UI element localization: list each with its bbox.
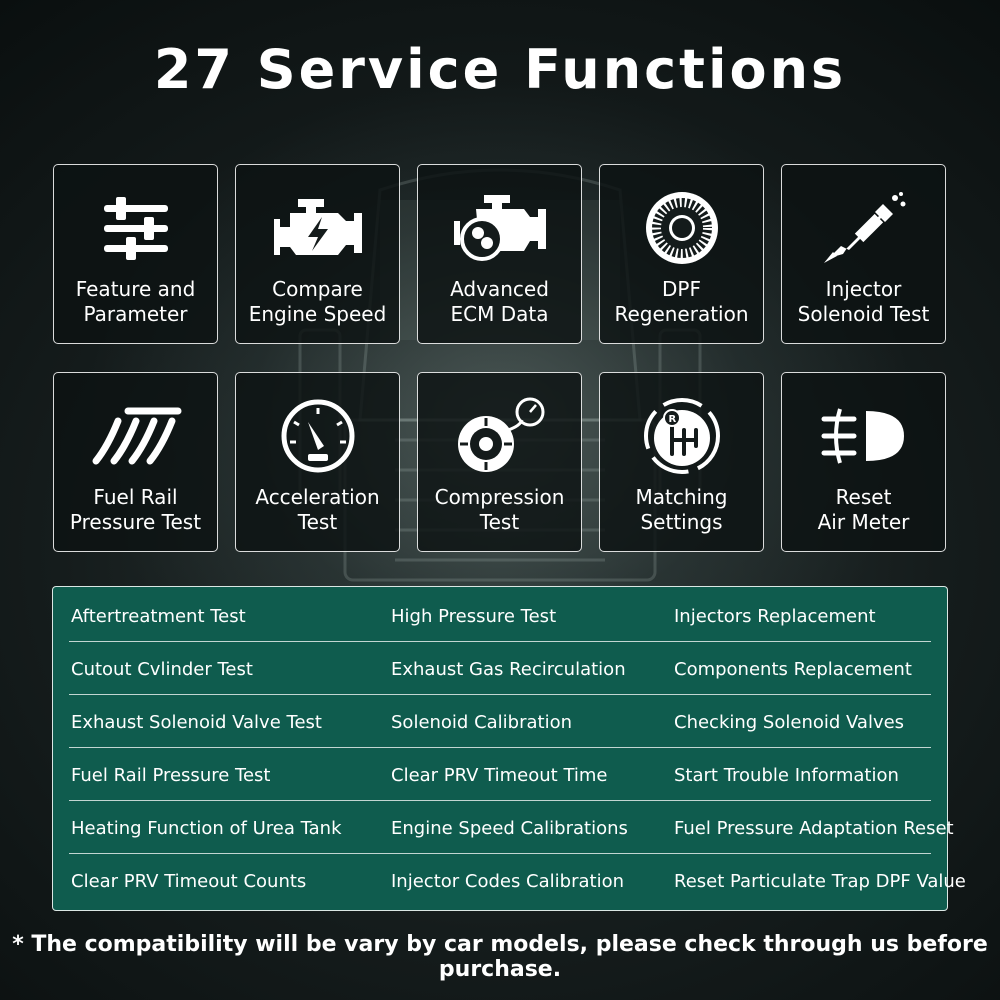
table-cell: Clear PRV Timeout Counts (71, 871, 307, 892)
card-matching-settings[interactable]: R Matching Settings (599, 372, 764, 552)
table-row: Heating Function of Urea Tank Engine Spe… (69, 801, 954, 854)
table-cell: Aftertreatment Test (71, 606, 246, 627)
card-reset-air-meter[interactable]: Reset Air Meter (781, 372, 946, 552)
table-cell: Heating Function of Urea Tank (71, 818, 342, 839)
table-cell: Exhaust Solenoid Valve Test (71, 712, 322, 733)
svg-text:R: R (668, 414, 676, 425)
card-label: Advanced ECM Data (450, 277, 549, 326)
table-cell: Start Trouble Information (674, 765, 899, 786)
headlight-icon (782, 391, 945, 481)
table-cell: Injector Codes Calibration (391, 871, 624, 892)
table-row: Fuel Rail Pressure Test Clear PRV Timeou… (69, 748, 931, 801)
card-label: Injector Solenoid Test (797, 277, 930, 326)
card-label: DPF Regeneration (614, 277, 749, 326)
table-cell: Injectors Replacement (674, 606, 876, 627)
functions-table: Aftertreatment Test High Pressure Test I… (52, 586, 966, 911)
table-cell: Exhaust Gas Recirculation (391, 659, 626, 680)
table-cell: Clear PRV Timeout Time (391, 765, 608, 786)
table-cell: Fuel Rail Pressure Test (71, 765, 271, 786)
card-compare-engine-speed[interactable]: Compare Engine Speed (235, 164, 400, 344)
page-title: 27 Service Functions (153, 38, 847, 101)
table-cell: Components Replacement (674, 659, 912, 680)
compression-gauge-icon (418, 391, 581, 481)
table-cell: Checking Solenoid Valves (674, 712, 905, 733)
compatibility-footnote: * The compatibility will be vary by car … (12, 932, 988, 982)
speedometer-icon (236, 391, 399, 481)
card-fuel-rail-pressure-test[interactable]: Fuel Rail Pressure Test (53, 372, 218, 552)
card-label: Acceleration Test (255, 485, 380, 534)
engine-bolt-icon (236, 183, 399, 273)
card-label: Reset Air Meter (817, 485, 910, 534)
table-row: Exhaust Solenoid Valve Test Solenoid Cal… (69, 695, 931, 748)
engine-data-icon (418, 183, 581, 273)
card-label: Matching Settings (635, 485, 728, 534)
fuel-rail-icon (54, 391, 217, 481)
table-cell: Engine Speed Calibrations (391, 818, 628, 839)
card-compression-test[interactable]: Compression Test (417, 372, 582, 552)
table-row: Clear PRV Timeout Counts Injector Codes … (69, 854, 966, 907)
dpf-filter-icon (600, 183, 763, 273)
card-label: Compression Test (434, 485, 565, 534)
table-row: Cutout Cvlinder Test Exhaust Gas Recircu… (69, 642, 931, 695)
table-cell: Fuel Pressure Adaptation Reset (674, 818, 954, 839)
table-cell: Cutout Cvlinder Test (71, 659, 253, 680)
card-label: Feature and Parameter (75, 277, 196, 326)
table-cell: High Pressure Test (391, 606, 557, 627)
table-cell: Reset Particulate Trap DPF Value (674, 871, 966, 892)
card-acceleration-test[interactable]: Acceleration Test (235, 372, 400, 552)
sliders-icon (54, 183, 217, 273)
table-row: Aftertreatment Test High Pressure Test I… (69, 589, 931, 642)
card-dpf-regeneration[interactable]: DPF Regeneration (599, 164, 764, 344)
table-cell: Solenoid Calibration (391, 712, 573, 733)
card-label: Fuel Rail Pressure Test (69, 485, 202, 534)
card-label: Compare Engine Speed (248, 277, 387, 326)
card-injector-solenoid-test[interactable]: Injector Solenoid Test (781, 164, 946, 344)
gear-shift-icon: R (600, 391, 763, 481)
card-feature-and-parameter[interactable]: Feature and Parameter (53, 164, 218, 344)
injector-icon (782, 183, 945, 273)
card-advanced-ecm-data[interactable]: Advanced ECM Data (417, 164, 582, 344)
